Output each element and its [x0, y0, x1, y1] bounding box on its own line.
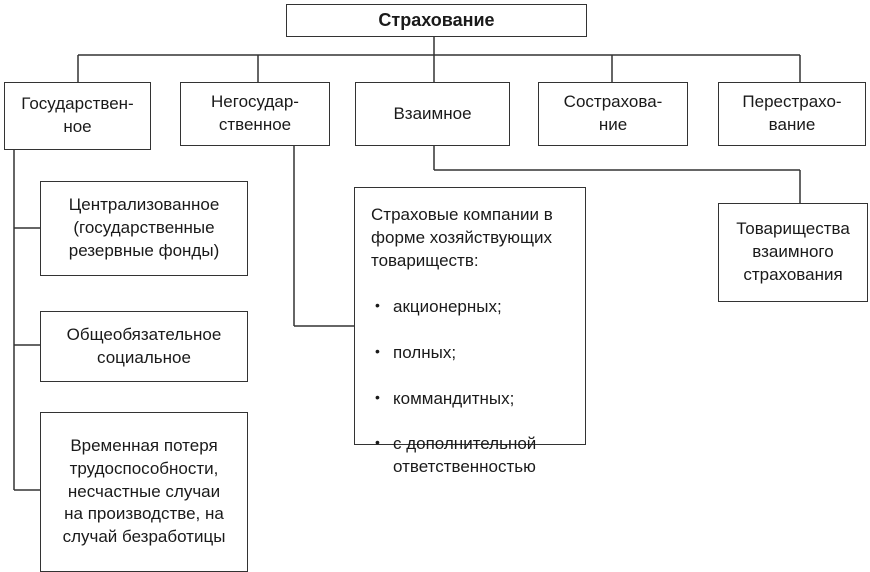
companies-item: акционерных; [371, 296, 536, 319]
root-node: Страхование [286, 4, 587, 37]
state-child-temporary-disability: Временная потеря трудоспособности, несча… [40, 412, 248, 572]
companies-item: с дополнительной ответственностью [371, 433, 536, 479]
companies-item: полных; [371, 342, 536, 365]
state-child-centralized: Централизованное (государственные резерв… [40, 181, 248, 276]
category-reinsurance: Перестрахо- вание [718, 82, 866, 146]
companies-item: коммандитных; [371, 388, 536, 411]
companies-intro: Страховые компании в форме хозяйствующих… [371, 205, 553, 270]
category-non-state: Негосудар- ственное [180, 82, 330, 146]
mutual-child-societies: Товарищества взаимного страхования [718, 203, 868, 302]
category-state: Государствен- ное [4, 82, 151, 150]
non-state-child-companies: Страховые компании в форме хозяйствующих… [354, 187, 586, 476]
state-child-mandatory-social: Общеобязательное социальное [40, 311, 248, 382]
companies-list: акционерных; полных; коммандитных; с доп… [371, 273, 536, 502]
category-mutual: Взаимное [355, 82, 510, 146]
category-coinsurance: Сострахова- ние [538, 82, 688, 146]
